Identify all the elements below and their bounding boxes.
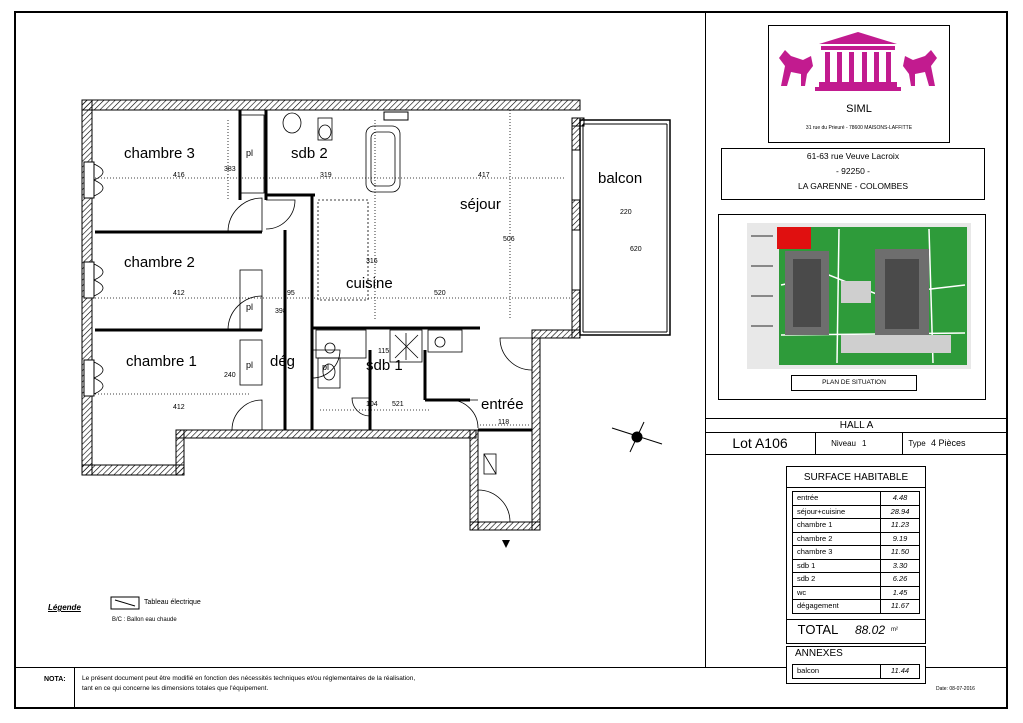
placard-label: pl [246,302,254,312]
room-balcon: balcon [598,170,643,187]
dimension: 240 [224,372,236,379]
dimension: 521 [392,401,404,408]
annexes-title: ANNEXES [795,648,843,659]
dimension: 95 [287,290,295,297]
dimension: 383 [224,166,236,173]
niveau-value: 1 [862,438,867,448]
balcony-outline [579,119,671,336]
dimension: 620 [630,246,642,253]
lot-row: Lot A106 Niveau 1 Type 4 Pièces [705,432,1008,455]
north-arrow [611,421,663,453]
legend-title: Légende [48,603,81,612]
site-plan-map [747,223,971,369]
room-cuisine: cuisine [346,275,393,292]
total-label: TOTAL [797,622,839,637]
room-sdb-1: sdb 1 [366,357,403,374]
site-plan-box: PLAN DE SITUATION [718,214,986,400]
dimension: 118 [498,419,510,426]
room-chambre-1: chambre 1 [126,353,197,370]
room-entree: entrée [481,396,524,413]
address-box: 61-63 rue Veuve Lacroix - 92250 - LA GAR… [721,148,985,200]
address-line-1: 61-63 rue Veuve Lacroix [806,151,900,161]
surface-total: TOTAL 88.02 m² [787,618,925,640]
dimension: 416 [173,172,185,179]
placard-label: pl [246,360,254,370]
site-plan-label: PLAN DE SITUATION [791,375,917,391]
address-line-3: LA GARENNE - COLOMBES [797,181,909,191]
dimension: 115 [378,348,390,355]
dimension: 104 [366,401,378,408]
agency-logo-box: SIML 31 rue du Prieuré - 78600 MAISONS-L… [768,25,950,143]
legend-item-boiler: B/C : Ballon eau chaude [112,617,177,623]
outer-walls [81,99,585,531]
note-line-2: tant en ce qui concerne les dimensions t… [82,685,269,692]
surface-title: SURFACE HABITABLE [787,467,925,488]
note-divider [14,667,1008,668]
placard-label: pl [246,148,254,158]
note-divider-vertical [74,667,75,709]
dimension: 220 [620,209,632,216]
lot-label: Lot A106 [732,435,788,451]
dimension: 412 [173,290,185,297]
legend-panel-icon [110,596,140,610]
dimension: 417 [478,172,490,179]
type-value: 4 Pièces [931,438,966,448]
entrance-marker [502,540,510,548]
date-label: Date: 08-07-2016 [936,686,975,692]
total-unit: m² [891,626,899,633]
floor-plan [81,99,671,610]
dimension: 412 [173,404,185,411]
dimension: 398 [275,308,287,315]
note-line-1: Le présent document peut être modifié en… [82,675,416,682]
niveau-label: Niveau [831,438,856,448]
address-line-2: - 92250 - [835,166,871,176]
placard-label: pl [322,362,330,372]
cartouche-divider [705,11,706,668]
legend-item-panel: Tableau électrique [144,599,201,606]
dimension: 520 [434,290,446,297]
type-label: Type [908,438,926,448]
partitions [95,110,532,432]
room-chambre-2: chambre 2 [124,254,195,271]
room-sejour: séjour [460,196,501,213]
dimension: 319 [320,172,332,179]
room-deg: dég [270,353,296,370]
dimension: 506 [503,236,515,243]
agency-name: SIML [846,103,872,115]
agency-address: 31 rue du Prieuré - 78600 MAISONS-LAFFIT… [805,125,913,131]
room-sdb-2: sdb 2 [291,145,328,162]
room-chambre-3: chambre 3 [124,145,195,162]
note-label: NOTA: [44,676,66,683]
agency-logo-icon [779,32,937,91]
hall-label: HALL A [705,418,1008,433]
dimension: 316 [366,258,378,265]
total-value: 88.02 [855,622,886,637]
drawing-frame [14,11,1008,709]
